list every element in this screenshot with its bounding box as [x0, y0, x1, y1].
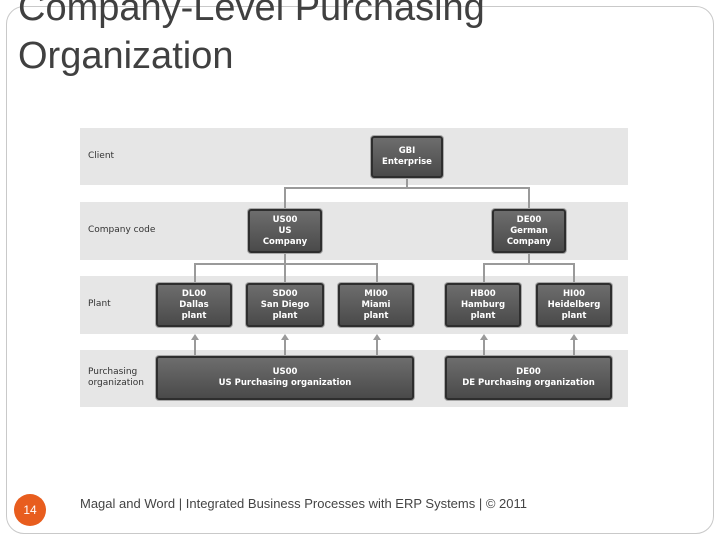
node-code: DL00	[181, 288, 207, 299]
node-code: HI00	[562, 288, 586, 299]
node-label: US	[278, 225, 292, 236]
connector-line	[528, 187, 530, 209]
node-label: German	[510, 225, 548, 236]
node-label: DE Purchasing organization	[462, 378, 595, 388]
connector-line	[483, 263, 575, 265]
node-code: US00	[272, 214, 298, 225]
arrow-shaft	[194, 339, 196, 356]
arrow-up-icon	[570, 334, 578, 340]
node-us00-company: US00 US Company	[248, 209, 322, 253]
connector-line	[376, 263, 378, 283]
slide-number-badge: 14	[14, 494, 46, 526]
slide-frame	[6, 6, 714, 534]
plant-label: Plant	[88, 299, 111, 309]
node-label: San Diego	[260, 299, 310, 310]
node-code: US00	[272, 367, 298, 377]
connector-line	[284, 187, 286, 209]
node-label: Heidelberg	[547, 299, 601, 310]
node-de00-purchasing-org: DE00 DE Purchasing organization	[445, 356, 612, 400]
connector-line	[573, 263, 575, 283]
connector-line	[483, 263, 485, 283]
node-label: plant	[363, 310, 389, 321]
node-label: plant	[181, 310, 207, 321]
node-hi00-plant: HI00 Heidelberg plant	[536, 283, 612, 327]
arrow-shaft	[483, 339, 485, 356]
purchasing-org-label: Purchasing organization	[88, 367, 144, 388]
node-de00-company: DE00 German Company	[492, 209, 566, 253]
connector-line	[406, 178, 408, 188]
node-label: plant	[470, 310, 496, 321]
node-label: Dallas	[179, 299, 209, 310]
node-hb00-plant: HB00 Hamburg plant	[445, 283, 521, 327]
footer-text: Magal and Word | Integrated Business Pro…	[80, 496, 527, 511]
node-label: Hamburg	[460, 299, 506, 310]
node-code: MI00	[364, 288, 388, 299]
node-sd00-plant: SD00 San Diego plant	[246, 283, 324, 327]
connector-line	[284, 187, 530, 189]
company-code-label: Company code	[88, 225, 156, 235]
node-dl00-plant: DL00 Dallas plant	[156, 283, 232, 327]
node-mi00-plant: MI00 Miami plant	[338, 283, 414, 327]
client-label: Client	[88, 151, 115, 161]
node-code: DE00	[516, 367, 541, 377]
node-label: Company	[262, 236, 308, 247]
client-band: Client	[80, 128, 628, 185]
node-code: HB00	[470, 288, 496, 299]
node-label: plant	[561, 310, 587, 321]
node-label: Miami	[361, 299, 391, 310]
connector-line	[284, 263, 286, 283]
arrow-shaft	[376, 339, 378, 356]
arrow-up-icon	[281, 334, 289, 340]
node-us00-purchasing-org: US00 US Purchasing organization	[156, 356, 414, 400]
arrow-up-icon	[480, 334, 488, 340]
connector-line	[194, 263, 196, 283]
node-code: GBI	[398, 146, 416, 156]
node-gbi-enterprise: GBI Enterprise	[371, 136, 443, 178]
node-label: plant	[272, 310, 298, 321]
node-label: US Purchasing organization	[218, 378, 352, 388]
node-label: Company	[506, 236, 552, 247]
slide-title: Company-Level Purchasing Organization	[18, 0, 485, 77]
connector-line	[284, 252, 286, 264]
arrow-shaft	[573, 339, 575, 356]
arrow-up-icon	[191, 334, 199, 340]
node-code: DE00	[516, 214, 542, 225]
connector-line	[194, 263, 378, 265]
arrow-shaft	[284, 339, 286, 356]
node-label: Enterprise	[382, 157, 432, 167]
arrow-up-icon	[373, 334, 381, 340]
node-code: SD00	[272, 288, 298, 299]
connector-line	[528, 252, 530, 264]
